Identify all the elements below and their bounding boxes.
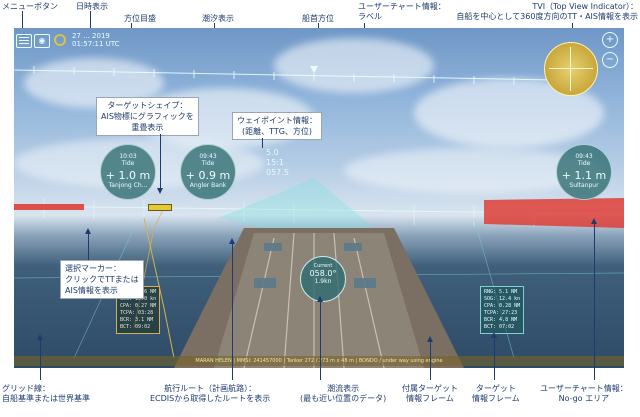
label-tvi: TVI（Top View Indicator）： 自船を中心として360度方向の… <box>456 2 638 21</box>
label-user-chart: ユーザーチャート情報： ラベル <box>358 2 446 21</box>
status-bar: MARAN HELEN | MMSI: 241457000 | Tanker 2… <box>14 356 624 366</box>
tide-widget[interactable]: 09:43 Tide + 0.9 m Angler Bank <box>180 144 236 200</box>
ais-target-shape[interactable] <box>148 204 172 211</box>
status-ring-icon[interactable] <box>54 34 66 46</box>
tvi-indicator[interactable] <box>544 42 598 96</box>
zoom-out-button[interactable]: − <box>602 52 618 68</box>
menu-button[interactable] <box>16 34 32 48</box>
label-grid: グリッド線： 自船基準または世界基準 <box>2 384 90 403</box>
label-attached-target: 付属ターゲット 情報フレーム <box>402 384 458 403</box>
camera-icon[interactable]: ◉ <box>34 34 50 48</box>
label-time-display: 日時表示 <box>76 2 108 11</box>
datetime: 27 ... 2019 01:57:11 UTC <box>72 32 120 48</box>
label-menu-button: メニューボタン <box>2 2 58 11</box>
camera-view[interactable]: ◉ 27 ... 2019 01:57:11 UTC + − 10:03 Tid… <box>14 28 624 368</box>
label-tide-display: 潮汐表示 <box>202 14 234 23</box>
label-heading: 船首方位 <box>302 14 334 23</box>
callout-select-marker: 選択マーカー： クリックでTTまたは AIS情報を表示 <box>60 260 144 299</box>
callout-target-shape: ターゲットシェイプ： AIS物標にグラフィックを 重畳表示 <box>96 97 199 136</box>
label-nogo: ユーザーチャート情報： No-go エリア <box>540 384 628 403</box>
label-current: 潮流表示 (最も近い位置のデータ) <box>300 384 387 403</box>
label-bearing: 方位目盛 <box>124 14 156 23</box>
waypoint-info: 5.0 15:1 057.5 <box>266 148 289 177</box>
ship-deck <box>174 228 464 368</box>
tide-widget[interactable]: 10:03 Tide + 1.0 m Tanjong Ch... <box>100 144 156 200</box>
callout-waypoint: ウェイポイント情報： (距離、TTG、方位) <box>232 112 322 140</box>
label-route: 航行ルート（計画航路）： ECDISから取得したルートを表示 <box>150 384 271 403</box>
label-target-frame: ターゲット 情報フレーム <box>472 384 520 403</box>
tide-widget[interactable]: 09:43 Tide + 1.1 m Sultanpur <box>556 144 612 200</box>
zoom-in-button[interactable]: + <box>602 32 618 48</box>
current-widget[interactable]: Current 058.0° 1.9kn <box>300 256 346 302</box>
